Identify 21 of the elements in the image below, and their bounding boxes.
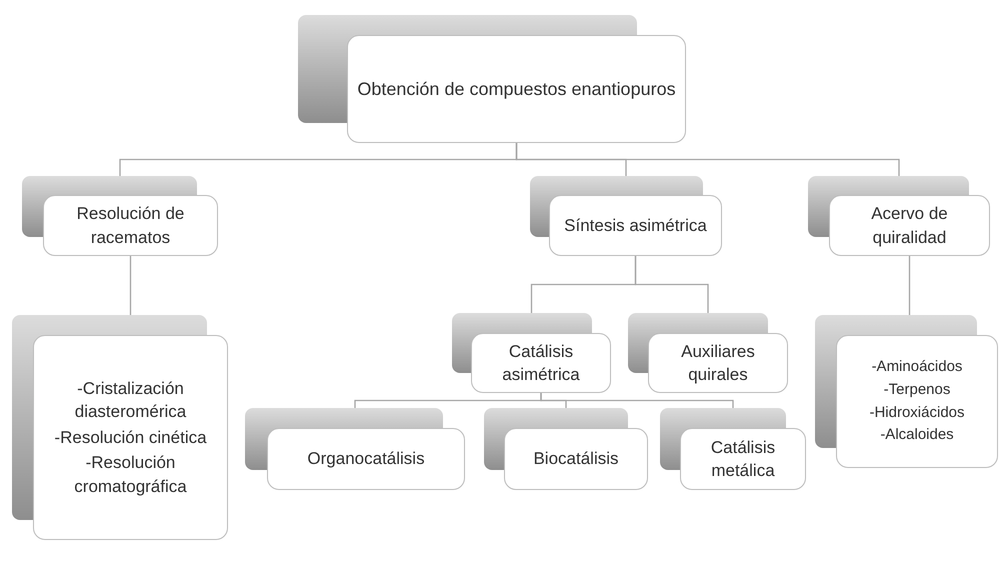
node-text: Acervo de quiralidad [870,203,949,248]
node-text: Auxiliares quirales [680,340,756,386]
connector-line [634,256,709,313]
connector-line [130,256,132,315]
node-text: Resolución de racematos [76,203,186,248]
connector-line [516,143,900,176]
node-text: Catálisis metálica [710,436,776,482]
connector-line [540,393,734,408]
list-item: -Aminoácidos [872,357,962,378]
list-item: -Hidroxiácidos [869,402,965,422]
list-item: -Resolución cromatográfica [73,452,188,498]
list-item: -Alcaloides [880,425,954,446]
node-text: Catálisis asimétrica [501,340,581,386]
node-text: Síntesis asimétrica [564,214,707,237]
list-item: -Terpenos [884,380,950,400]
list-item: -Cristalización diasteromérica [74,378,188,424]
node-text: Obtención de compuestos enantiopuros [357,78,676,101]
node-text: Organocatálisis [307,448,425,470]
node-text: Biocatálisis [533,448,619,470]
connector-line [908,256,910,315]
list-item: -Resolución cinética [54,426,207,449]
